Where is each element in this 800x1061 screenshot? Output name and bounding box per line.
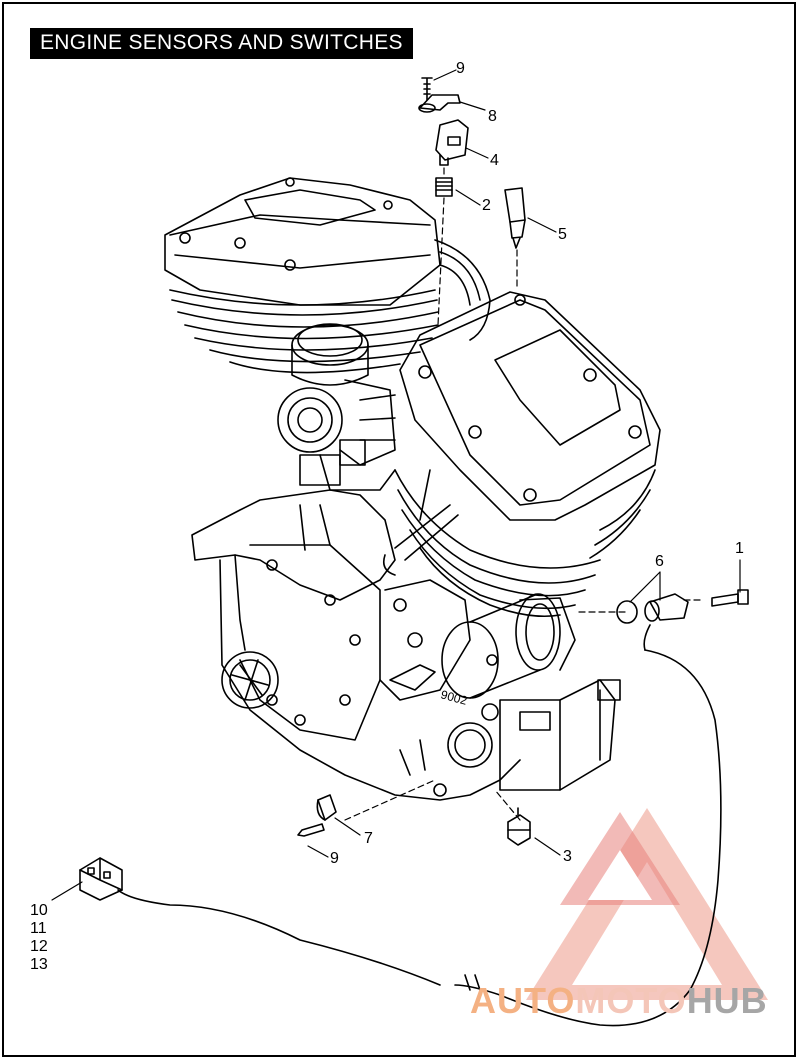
- diagram-title: ENGINE SENSORS AND SWITCHES: [30, 28, 413, 59]
- push-rods: [382, 469, 459, 576]
- part-4-map-sensor: [435, 119, 469, 166]
- dashed-leaders: [344, 167, 701, 821]
- callout-2: 2: [482, 197, 491, 214]
- callout-7: 7: [364, 830, 373, 847]
- sensor-harness: [117, 649, 722, 1027]
- callout-5: 5: [558, 226, 567, 243]
- watermark-text: AUTOMOTOHUB: [470, 980, 768, 1022]
- carburetor: [277, 323, 396, 491]
- watermark-logo: [526, 808, 768, 1000]
- callout-9-top: 9: [456, 60, 465, 77]
- watermark-part1: AUTO: [470, 980, 576, 1021]
- part-stamp: 9002: [439, 687, 469, 708]
- rear-rocker-cover: [164, 177, 441, 306]
- callout-9-bottom: 9: [330, 850, 339, 867]
- callout-13: 13: [30, 956, 48, 973]
- front-rocker-cover: [399, 291, 661, 521]
- watermark-part2: MOTO: [575, 980, 687, 1021]
- callout-11: 11: [30, 920, 47, 937]
- callout-6: 6: [655, 553, 664, 570]
- part-6-crank-sensor: [643, 593, 689, 651]
- callout-3: 3: [563, 848, 572, 865]
- callout-12: 12: [30, 938, 48, 955]
- part-7-clip: [316, 794, 337, 821]
- front-cylinder-fins: [394, 469, 656, 618]
- part-1-bolt: [711, 589, 749, 607]
- part-8-bracket: [418, 94, 461, 113]
- part-3-oil-switch: [507, 807, 531, 846]
- rear-cylinder-fins: [169, 239, 491, 374]
- callout-4: 4: [490, 152, 499, 169]
- crankcase: [191, 489, 521, 801]
- part-6-o-ring: [616, 600, 638, 624]
- part-2-sensor-seal: [435, 177, 453, 197]
- watermark-part3: HUB: [686, 980, 768, 1021]
- callout-8: 8: [488, 108, 497, 125]
- part-10-connector: [79, 857, 123, 901]
- part-5-temp-sensor: [504, 187, 526, 249]
- callout-10: 10: [30, 902, 48, 919]
- callout-leaders: [51, 69, 741, 901]
- part-9-screw-top: [421, 77, 433, 101]
- starter-motor: [441, 593, 621, 791]
- part-9-screw-bottom: [297, 823, 325, 837]
- callout-1: 1: [735, 540, 744, 557]
